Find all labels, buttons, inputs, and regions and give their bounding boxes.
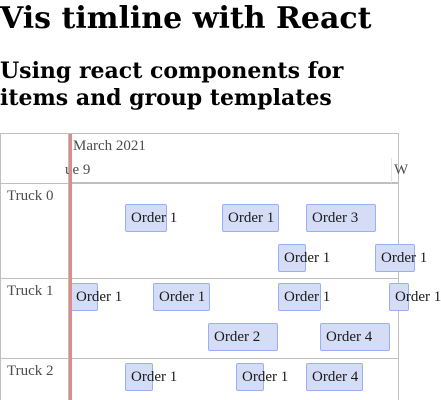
time-axis[interactable]: March 2021 ue 9 W — [65, 134, 408, 183]
group-label-truck-0: Truck 0 — [7, 188, 54, 204]
current-time-marker — [69, 134, 72, 400]
timeline-items-area[interactable]: Order 1 Order 1 Order 3 Order 1 Order 1 … — [69, 183, 441, 400]
group-label-truck-1: Truck 1 — [7, 283, 54, 299]
timeline-item[interactable]: Order 1 — [375, 244, 427, 272]
timeline-item[interactable]: Order 1 — [222, 204, 279, 232]
group-divider — [1, 183, 398, 184]
group-divider — [1, 358, 398, 359]
timeline-item[interactable]: Order 1 — [153, 283, 210, 311]
timeline-item[interactable]: Order 1 — [125, 363, 177, 391]
timeline-item[interactable]: Order 4 — [320, 323, 390, 351]
timeline-item[interactable]: Order 1 — [278, 283, 330, 311]
page-subtitle: Using react components for items and gro… — [0, 58, 344, 111]
timeline-item[interactable]: Order 1 — [278, 244, 330, 272]
timeline-item[interactable]: Order 1 — [236, 363, 288, 391]
timeline-item[interactable]: Order 1 — [125, 204, 177, 232]
timeline-item[interactable]: Order 1 — [389, 283, 441, 311]
axis-grid-line — [391, 158, 392, 183]
timeline-item[interactable]: Order 4 — [306, 363, 363, 391]
axis-major-label: March 2021 — [73, 138, 146, 154]
timeline-item[interactable]: Order 2 — [208, 323, 278, 351]
group-label-truck-2: Truck 2 — [7, 363, 54, 379]
timeline-item[interactable]: Order 3 — [306, 204, 376, 232]
timeline[interactable]: Truck 0 Truck 1 Truck 2 March 2021 ue 9 … — [0, 133, 441, 400]
axis-minor-label: W — [394, 162, 409, 178]
timeline-item[interactable]: Order 1 — [70, 283, 122, 311]
page-title: Vis timline with React — [0, 1, 372, 36]
group-labels-column: Truck 0 Truck 1 Truck 2 — [1, 134, 69, 400]
group-divider — [1, 278, 398, 279]
